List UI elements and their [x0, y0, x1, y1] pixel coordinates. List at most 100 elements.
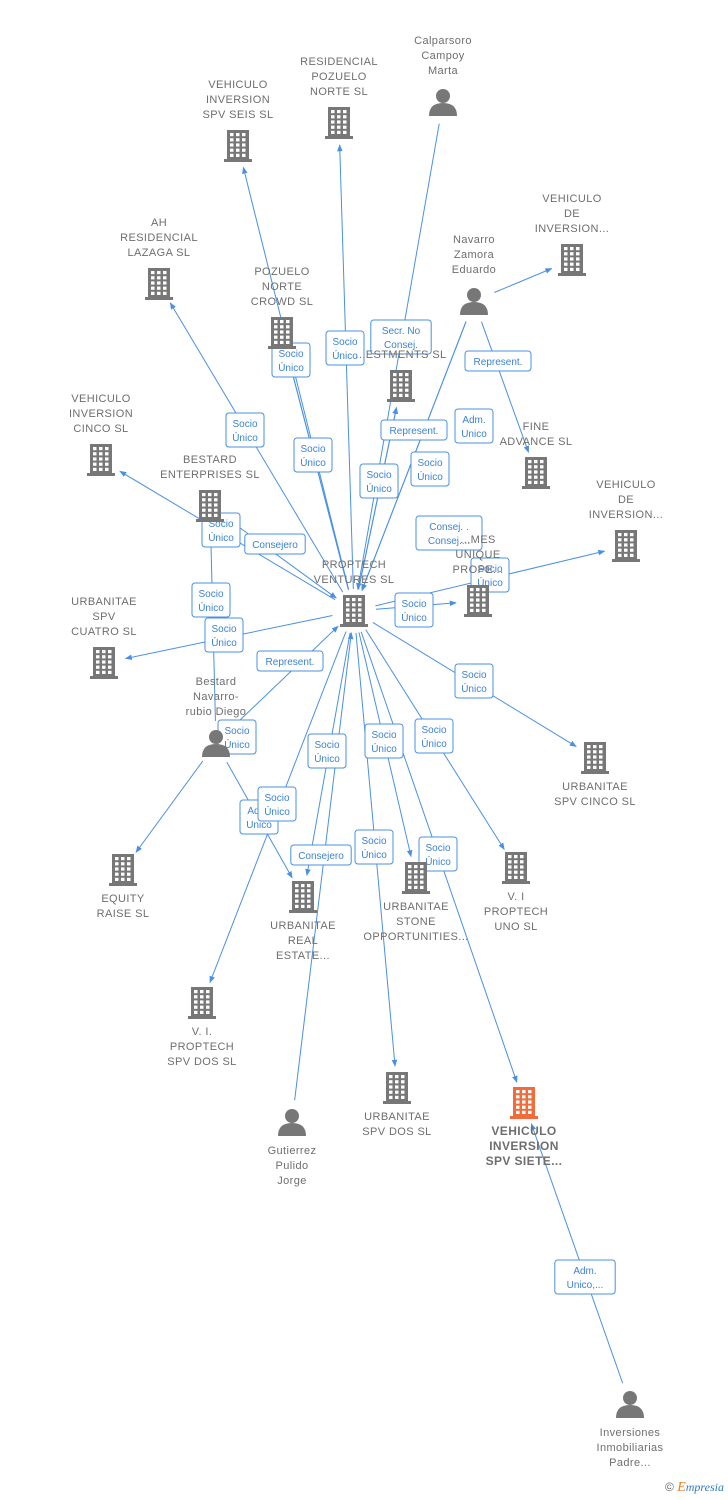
edge-label-text: Consejero — [252, 540, 298, 551]
edge-label-box — [244, 533, 306, 555]
node-label: OPPORTUNITIES... — [363, 931, 468, 943]
node-label: URBANITAE — [270, 920, 336, 932]
edge-label-text: Socio — [361, 836, 386, 847]
edge-label-text: Represent. — [474, 357, 523, 368]
node-label: Campoy — [421, 50, 464, 62]
edge-label[interactable]: Represent. — [256, 650, 324, 672]
edge-label-text: Represent. — [390, 426, 439, 437]
node-label: FINE — [523, 421, 550, 433]
node-label: CUATRO SL — [71, 626, 137, 638]
edge-label-text: Socio — [300, 444, 325, 455]
edge-label-box — [464, 350, 532, 372]
node-label: AH — [151, 217, 167, 229]
edge-ptv-vis6 — [242, 166, 350, 590]
edge-label[interactable]: Represent. — [380, 419, 448, 441]
company-node-vdi1[interactable]: VEHICULODEINVERSION... — [535, 193, 609, 276]
node-label: CINCO SL — [73, 423, 128, 435]
node-label: STONE — [396, 916, 436, 928]
edge-label-text: Único — [198, 601, 224, 614]
edge-label-box — [364, 723, 404, 759]
edge-label-text: Socio — [401, 599, 426, 610]
company-node-vdi2[interactable]: VEHICULODEINVERSION... — [589, 479, 663, 562]
edge-label-text: Consej.... — [428, 536, 470, 547]
node-label: VEHICULO — [542, 193, 601, 205]
edge-label-text: Unico — [461, 429, 487, 440]
company-node-ure[interactable]: URBANITAEREALESTATE... — [270, 881, 336, 962]
node-label: EQUITY — [101, 893, 145, 905]
edge-label-text: Único — [366, 482, 392, 495]
edge-label[interactable]: Represent. — [464, 350, 532, 372]
edge-label-text: Único — [208, 531, 234, 544]
node-label: Gutierrez — [268, 1145, 317, 1157]
person-node-imp[interactable]: InversionesInmobiliariasPadre... — [597, 1391, 664, 1469]
edge-label[interactable]: Consejero — [290, 844, 352, 866]
company-node-uso[interactable]: URBANITAESTONEOPPORTUNITIES... — [363, 862, 468, 943]
building-icon — [188, 987, 216, 1019]
building-icon — [387, 370, 415, 402]
edge-label-text: Único — [314, 752, 340, 765]
edge-label[interactable]: Adm.Unico — [454, 408, 494, 444]
node-label: Inversiones — [600, 1427, 661, 1439]
node-label: INVERSION — [206, 94, 270, 106]
node-label: ...ESTMENTS SL — [355, 349, 446, 361]
edge-label[interactable]: Consej. .Consej.... — [415, 515, 483, 551]
node-label: SPV SIETE... — [486, 1154, 563, 1168]
building-icon — [109, 854, 137, 886]
company-node-inv[interactable]: ...ESTMENTS SL — [355, 349, 446, 402]
edge-label-box — [470, 557, 510, 593]
edge-label[interactable]: Adm.Unico,... — [554, 1259, 616, 1295]
node-label: Bestard — [196, 676, 237, 688]
node-label: Inmobiliarias — [597, 1442, 664, 1454]
company-node-homes[interactable]: ...MESUNIQUEPROPE... — [453, 534, 504, 617]
node-label: VEHICULO — [208, 79, 267, 91]
edge-label-text: Socio — [198, 589, 223, 600]
node-label: Jorge — [277, 1175, 307, 1187]
edge-label[interactable]: Consejero — [244, 533, 306, 555]
edge-label-text: Único — [361, 848, 387, 861]
edge-label-box — [204, 617, 244, 653]
edge-bnd-ptv — [231, 625, 339, 729]
brand-name: mpresia — [685, 1480, 724, 1494]
edge-label-text: Único — [401, 611, 427, 624]
edge-label-text: Socio — [264, 793, 289, 804]
node-label: NORTE SL — [310, 86, 368, 98]
building-icon — [145, 268, 173, 300]
